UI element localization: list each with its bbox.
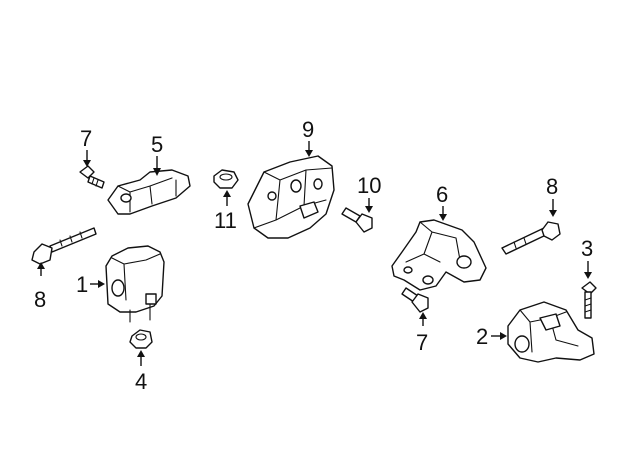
callout-4: 4: [135, 350, 147, 394]
callout-10: 10: [357, 173, 381, 213]
callout-label: 4: [135, 369, 147, 394]
part-2-transmission-mount[interactable]: [507, 301, 595, 363]
callout-label: 1: [76, 272, 88, 297]
callout-7-left: 7: [80, 126, 92, 167]
part-6-bracket[interactable]: [391, 219, 487, 291]
part-8-long-bolt-left[interactable]: [31, 227, 97, 265]
part-7-bolt-middle[interactable]: [401, 287, 429, 313]
part-8-long-bolt-right[interactable]: [501, 221, 561, 255]
callout-label: 6: [436, 182, 448, 207]
callout-label: 10: [357, 173, 381, 198]
callout-5: 5: [151, 132, 163, 176]
callout-3: 3: [581, 236, 593, 279]
callout-label: 8: [546, 174, 558, 199]
part-9-mount-bracket[interactable]: [247, 155, 335, 239]
part-11-nut[interactable]: [213, 169, 239, 189]
part-10-bolt[interactable]: [341, 207, 373, 233]
part-7-bolt-left[interactable]: [79, 165, 105, 189]
callout-label: 8: [34, 287, 46, 312]
callout-label: 2: [476, 324, 488, 349]
callout-label: 9: [302, 117, 314, 142]
callout-7-middle: 7: [416, 312, 428, 355]
callout-11: 11: [214, 190, 237, 233]
callout-label: 3: [581, 236, 593, 261]
callout-1: 1: [76, 272, 105, 297]
callout-label: 7: [80, 126, 92, 151]
callout-label: 5: [151, 132, 163, 157]
callout-label: 11: [214, 208, 237, 233]
part-5-bracket[interactable]: [107, 169, 191, 215]
callout-9: 9: [302, 117, 314, 157]
callout-label: 7: [416, 330, 428, 355]
part-4-nut[interactable]: [129, 329, 153, 349]
callout-8-right: 8: [546, 174, 558, 217]
callout-8-left: 8: [34, 262, 46, 312]
callout-6: 6: [436, 182, 448, 221]
part-1-engine-mount[interactable]: [105, 245, 165, 323]
part-3-stud[interactable]: [581, 281, 597, 319]
callout-2: 2: [476, 324, 507, 349]
